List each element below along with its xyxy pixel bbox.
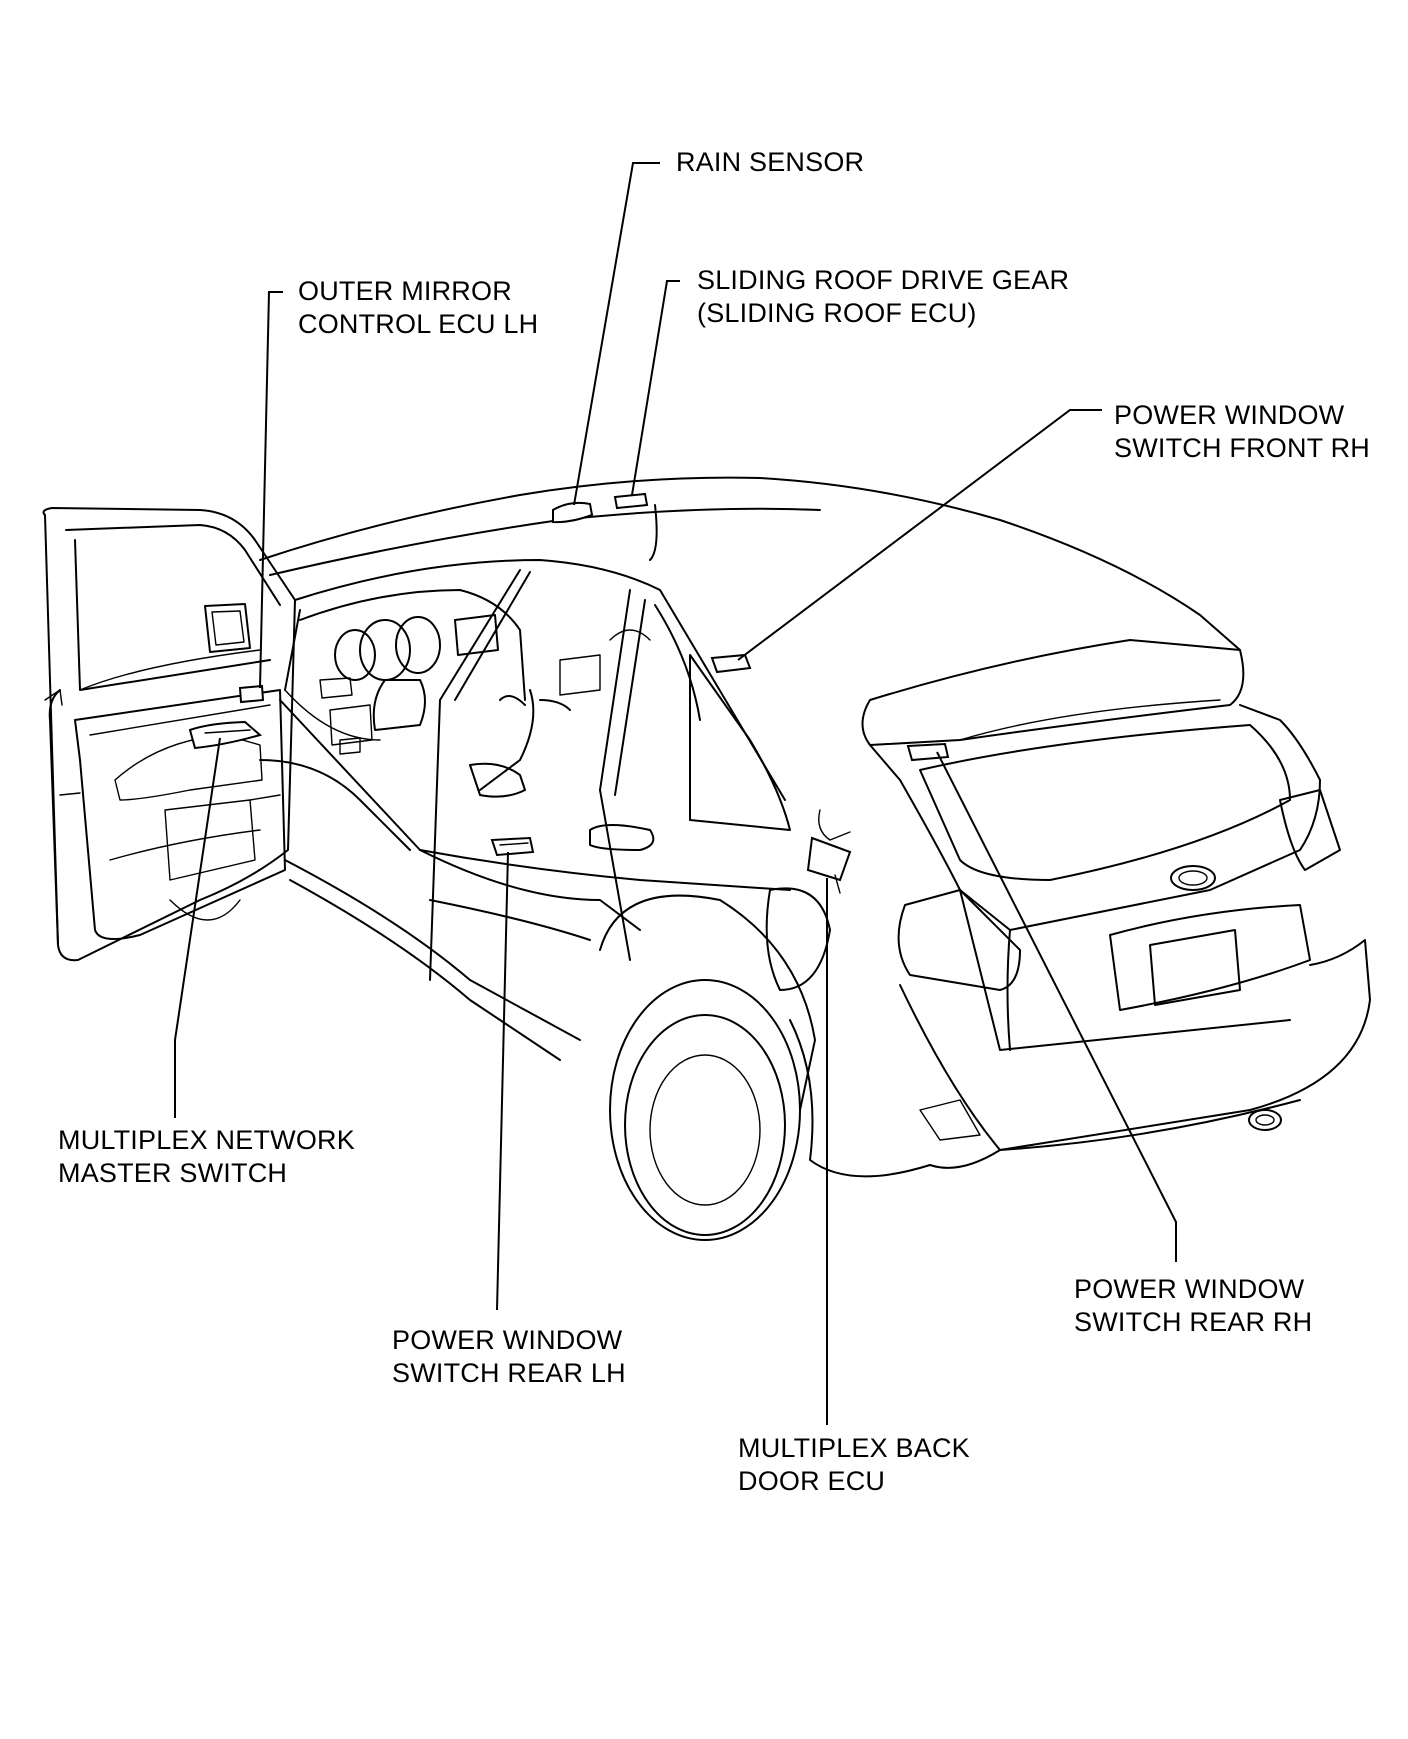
- label-pw-front-rh-line2: SWITCH FRONT RH: [1114, 433, 1370, 463]
- leader-multiplex-master: [174, 737, 221, 1118]
- label-pw-rear-lh-line2: SWITCH REAR LH: [392, 1358, 626, 1388]
- leader-pw-rear-lh: [496, 851, 509, 1311]
- label-rain-sensor-line1: RAIN SENSOR: [676, 147, 865, 177]
- interior-dashboard: [299, 589, 651, 798]
- label-pw-front-rh-line1: POWER WINDOW: [1114, 400, 1345, 430]
- label-pw-rear-lh: POWER WINDOW SWITCH REAR LH: [392, 1324, 626, 1390]
- label-pw-rear-rh: POWER WINDOW SWITCH REAR RH: [1074, 1273, 1312, 1339]
- label-pw-rear-lh-line1: POWER WINDOW: [392, 1325, 623, 1355]
- front-left-door: [42, 507, 296, 962]
- component-back-door-ecu: [806, 809, 852, 894]
- label-pw-front-rh: POWER WINDOW SWITCH FRONT RH: [1114, 399, 1370, 465]
- label-back-door-ecu: MULTIPLEX BACK DOOR ECU: [738, 1432, 970, 1498]
- leader-rain-sensor: [573, 162, 660, 506]
- label-multiplex-master-line1: MULTIPLEX NETWORK: [58, 1125, 355, 1155]
- label-sliding-roof: SLIDING ROOF DRIVE GEAR (SLIDING ROOF EC…: [697, 264, 1069, 330]
- label-rain-sensor: RAIN SENSOR: [676, 146, 864, 179]
- component-rain-sensor: [552, 501, 594, 524]
- label-sliding-roof-line1: SLIDING ROOF DRIVE GEAR: [697, 265, 1070, 295]
- component-sliding-roof-gear: [613, 492, 649, 510]
- label-back-door-ecu-line2: DOOR ECU: [738, 1466, 886, 1496]
- leader-lines: [174, 162, 1177, 1425]
- leader-pw-rear-rh: [936, 751, 1177, 1262]
- label-pw-rear-rh-line1: POWER WINDOW: [1074, 1274, 1305, 1304]
- component-pw-rear-lh: [490, 836, 535, 857]
- component-pw-rear-rh: [906, 742, 950, 762]
- label-outer-mirror-line1: OUTER MIRROR: [298, 276, 512, 306]
- label-outer-mirror: OUTER MIRROR CONTROL ECU LH: [298, 275, 538, 341]
- label-pw-rear-rh-line2: SWITCH REAR RH: [1074, 1307, 1313, 1337]
- leader-sliding-roof: [631, 280, 680, 496]
- label-multiplex-master: MULTIPLEX NETWORK MASTER SWITCH: [58, 1124, 355, 1190]
- component-master-switch: [188, 720, 263, 750]
- label-multiplex-master-line2: MASTER SWITCH: [58, 1158, 288, 1188]
- label-back-door-ecu-line1: MULTIPLEX BACK: [738, 1433, 970, 1463]
- component-outer-mirror-ecu: [238, 684, 265, 704]
- label-outer-mirror-line2: CONTROL ECU LH: [298, 309, 539, 339]
- leader-outer-mirror: [259, 291, 283, 689]
- label-sliding-roof-line2: (SLIDING ROOF ECU): [697, 298, 977, 328]
- leader-pw-front-rh: [737, 409, 1102, 661]
- component-pw-front-rh: [710, 653, 752, 674]
